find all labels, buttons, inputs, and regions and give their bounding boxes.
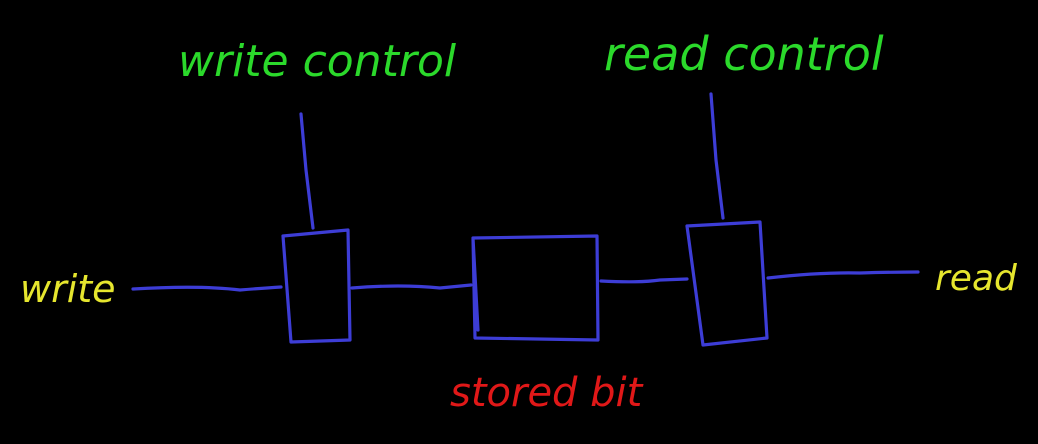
- read-output-wire: [766, 270, 920, 280]
- storage-to-read-wire: [599, 277, 689, 284]
- write-gate: [281, 228, 352, 344]
- stored-bit-label: stored bit: [450, 370, 644, 416]
- read-gate: [685, 220, 769, 347]
- circuit: [131, 92, 920, 347]
- write-control-wire: [299, 112, 315, 230]
- write-control-label: write control: [178, 36, 457, 87]
- write-input-wire: [131, 285, 283, 292]
- read-output-label: read: [935, 258, 1018, 299]
- read-control-wire: [709, 92, 725, 220]
- write-input-label: write: [20, 267, 116, 311]
- storage-cell: [471, 234, 600, 342]
- read-control-label: read control: [604, 27, 884, 81]
- write-to-storage-wire: [350, 283, 473, 290]
